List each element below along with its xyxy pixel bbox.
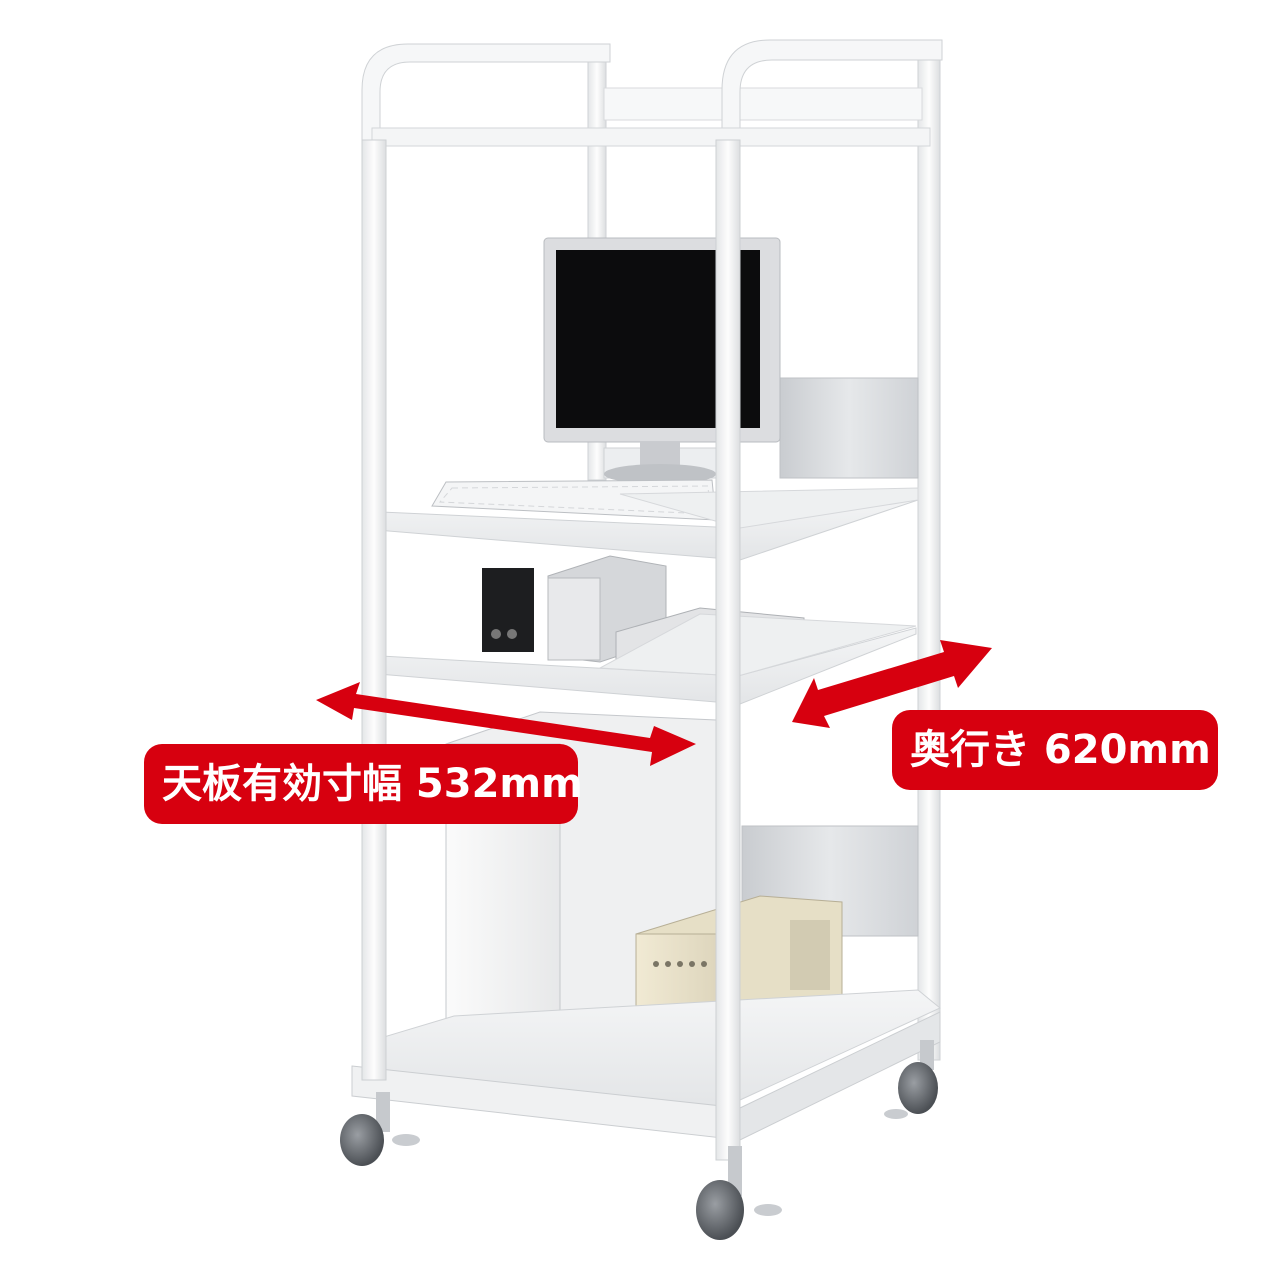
width-callout: 天板有効寸幅 532mm bbox=[144, 744, 583, 824]
width-arrow bbox=[316, 682, 696, 766]
caster-wheel bbox=[898, 1062, 938, 1114]
top-back-crossbar bbox=[603, 87, 923, 121]
front-right-post bbox=[715, 139, 741, 1161]
silver-hdd-enclosure bbox=[547, 577, 601, 661]
front-left-post bbox=[361, 139, 387, 1081]
casters bbox=[340, 1040, 938, 1240]
top-right-handle bbox=[721, 39, 943, 151]
depth-callout: 奥行き 620mm bbox=[892, 710, 1218, 790]
caster-wheel bbox=[340, 1114, 384, 1166]
top-front-crossbar bbox=[371, 127, 931, 147]
black-hdd-enclosure bbox=[482, 568, 534, 652]
depth-arrow bbox=[792, 640, 992, 728]
back-right-post bbox=[917, 59, 941, 1061]
rack-frame bbox=[361, 39, 943, 1061]
caster-wheel bbox=[696, 1180, 744, 1240]
storage-devices bbox=[482, 555, 805, 671]
lcd-monitor bbox=[543, 237, 781, 484]
back-panel-upper bbox=[779, 377, 919, 479]
top-left-handle bbox=[361, 43, 611, 151]
